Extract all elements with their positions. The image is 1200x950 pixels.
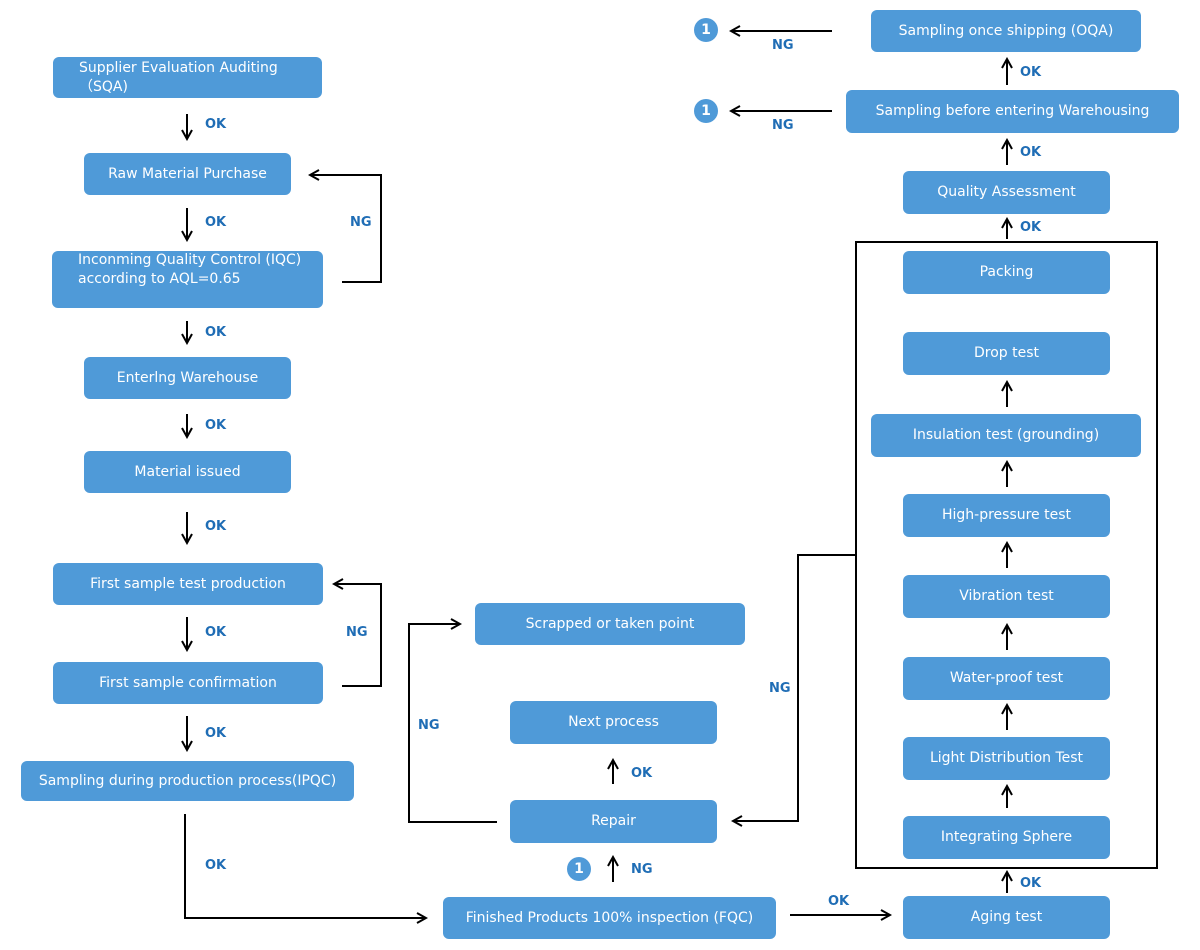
node-quality-assessment: Quality Assessment xyxy=(903,171,1110,214)
label-ng-sampling: NG xyxy=(772,118,794,133)
node-iqc-label-line2: according to AQL=0.65 xyxy=(78,271,241,287)
label-ok-first-sample: OK xyxy=(205,625,227,640)
node-quality-assessment-label: Quality Assessment xyxy=(937,184,1076,200)
node-aging-test: Aging test xyxy=(903,896,1110,939)
label-ok-repair: OK xyxy=(631,766,653,781)
node-raw-material-purchase: Raw Material Purchase xyxy=(84,153,291,195)
node-first-sample-confirmation-label: First sample confirmation xyxy=(99,674,277,691)
node-iqc: Inconming Quality Control (IQC) accordin… xyxy=(52,251,323,308)
label-ok-aging: OK xyxy=(1020,876,1042,891)
label-ok-material: OK xyxy=(205,519,227,534)
node-oqa: Sampling once shipping (OQA) xyxy=(871,10,1141,52)
node-next-process-label: Next process xyxy=(568,714,659,730)
label-ok-fqc: OK xyxy=(828,894,850,909)
badge-1-oqa-label: 1 xyxy=(701,22,711,38)
node-ipqc-label: Sampling during production process(IPQC) xyxy=(38,772,337,789)
node-first-sample-confirmation: First sample confirmation xyxy=(53,662,323,704)
ng-repair-to-scrapped xyxy=(408,624,497,823)
ng-frame-to-repair xyxy=(733,554,855,821)
label-ng-fqc: NG xyxy=(631,862,653,877)
node-insulation-test-label: Insulation test (grounding) xyxy=(912,427,1100,443)
node-fqc: Finished Products 100% inspection (FQC) xyxy=(443,897,776,939)
label-ok-quality: OK xyxy=(1020,145,1042,160)
node-next-process: Next process xyxy=(510,701,717,744)
label-ok-confirmation: OK xyxy=(205,726,227,741)
label-ok-warehouse: OK xyxy=(205,418,227,433)
node-drop-test-label: Drop test xyxy=(973,345,1040,361)
label-ng-confirmation: NG xyxy=(346,625,368,640)
reliability-test-group-frame xyxy=(855,241,1158,869)
node-repair: Repair xyxy=(510,800,717,843)
label-ok-ipqc: OK xyxy=(205,858,227,873)
label-ok-sampling: OK xyxy=(1020,65,1042,80)
node-high-pressure-test: High-pressure test xyxy=(903,494,1110,537)
label-ng-iqc: NG xyxy=(350,215,372,230)
node-light-distribution-test: Light Distribution Test xyxy=(903,737,1110,780)
badge-1-sampling: 1 xyxy=(694,99,718,123)
node-light-distribution-test-label: Light Distribution Test xyxy=(929,750,1084,766)
node-scrapped-label: Scrapped or taken point xyxy=(525,615,695,632)
node-vibration-test: Vibration test xyxy=(903,575,1110,618)
badge-1-fqc-label: 1 xyxy=(574,861,584,877)
node-fqc-label: Finished Products 100% inspection (FQC) xyxy=(465,909,754,926)
label-ok-sqa: OK xyxy=(205,117,227,132)
node-aging-test-label: Aging test xyxy=(970,909,1043,925)
node-raw-material-purchase-label: Raw Material Purchase xyxy=(108,165,267,182)
label-ok-raw: OK xyxy=(205,215,227,230)
node-first-sample-production: First sample test production xyxy=(53,563,323,605)
node-oqa-label: Sampling once shipping (OQA) xyxy=(898,22,1114,39)
node-ipqc: Sampling during production process(IPQC) xyxy=(21,761,354,801)
node-high-pressure-test-label: High-pressure test xyxy=(941,507,1072,523)
label-ng-repair: NG xyxy=(418,718,440,733)
node-sqa: Supplier Evaluation Auditing（SQA) xyxy=(53,57,322,98)
node-drop-test: Drop test xyxy=(903,332,1110,375)
node-repair-label: Repair xyxy=(591,813,636,829)
node-integrating-sphere: Integrating Sphere xyxy=(903,816,1110,859)
label-ok-frame: OK xyxy=(1020,220,1042,235)
ng-loop-iqc-to-raw xyxy=(310,175,382,283)
badge-1-oqa: 1 xyxy=(694,18,718,42)
node-integrating-sphere-label: Integrating Sphere xyxy=(940,829,1073,845)
node-sampling-before-warehousing-label: Sampling before entering Warehousing xyxy=(875,103,1150,119)
node-material-issued: Material issued xyxy=(84,451,291,493)
node-entering-warehouse: Enterlng Warehouse xyxy=(84,357,291,399)
node-scrapped: Scrapped or taken point xyxy=(475,603,745,645)
node-waterproof-test-label: Water-proof test xyxy=(949,670,1064,686)
node-packing-label: Packing xyxy=(979,264,1034,280)
label-ng-oqa: NG xyxy=(772,38,794,53)
node-waterproof-test: Water-proof test xyxy=(903,657,1110,700)
node-sampling-before-warehousing: Sampling before entering Warehousing xyxy=(846,90,1179,133)
node-packing: Packing xyxy=(903,251,1110,294)
node-vibration-test-label: Vibration test xyxy=(959,588,1054,604)
badge-1-sampling-label: 1 xyxy=(701,103,711,119)
label-ok-iqc: OK xyxy=(205,325,227,340)
node-sqa-label: Supplier Evaluation Auditing（SQA) xyxy=(79,59,278,95)
node-entering-warehouse-label: Enterlng Warehouse xyxy=(116,369,259,386)
node-material-issued-label: Material issued xyxy=(134,463,241,480)
node-insulation-test: Insulation test (grounding) xyxy=(871,414,1141,457)
ng-loop-confirmation-to-first-sample xyxy=(334,584,382,687)
label-ng-frame: NG xyxy=(769,681,791,696)
node-first-sample-production-label: First sample test production xyxy=(90,575,286,592)
badge-1-fqc: 1 xyxy=(567,857,591,881)
arrow-ipqc-to-fqc xyxy=(184,814,426,918)
node-iqc-label-line1: Inconming Quality Control (IQC) xyxy=(78,252,302,268)
